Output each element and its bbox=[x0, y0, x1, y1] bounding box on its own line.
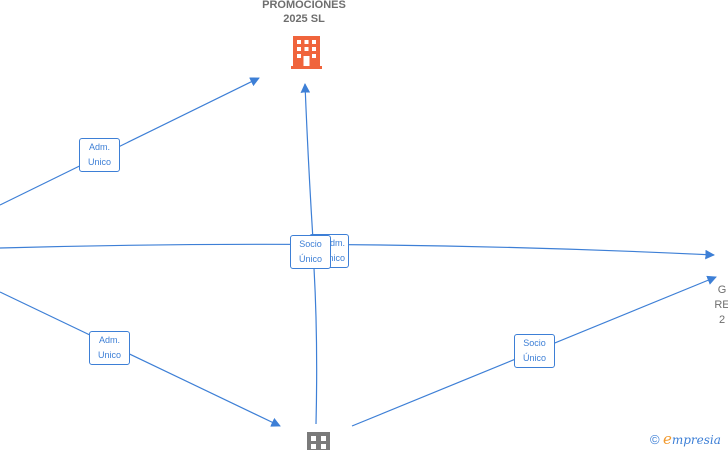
building-icon-bottom[interactable] bbox=[307, 432, 330, 450]
edge-label-role: Socio bbox=[299, 239, 322, 249]
edge-center-to-top-company bbox=[300, 83, 314, 241]
edge-label-role: Adm. bbox=[323, 238, 345, 248]
right-company-line2: RE bbox=[714, 299, 728, 311]
right-company-label[interactable]: G RE 2 bbox=[712, 283, 728, 328]
edge-label-qualifier: Unico bbox=[97, 350, 121, 360]
edge-label-qualifier: Único bbox=[298, 254, 322, 264]
edge-label-qualifier: Único bbox=[522, 353, 546, 363]
right-company-line3: 2 bbox=[718, 314, 726, 326]
top-company-name-line1: PROMOCIONES bbox=[262, 0, 346, 11]
top-company-name-line2: 2025 SL bbox=[283, 13, 325, 25]
edge-bottom-to-center bbox=[313, 267, 318, 425]
edge-label-socio-center[interactable]: Socio Único bbox=[290, 235, 331, 269]
edge-left-to-right-company bbox=[0, 243, 715, 260]
right-company-line1: G bbox=[717, 284, 727, 296]
edge-label-adm-lower[interactable]: Adm. Unico bbox=[89, 331, 130, 365]
edge-label-qualifier: Unico bbox=[321, 253, 345, 263]
brand-name: mpresia bbox=[671, 433, 721, 447]
building-icon-top[interactable] bbox=[291, 36, 322, 69]
edge-label-qualifier: Unico bbox=[87, 157, 111, 167]
edge-label-socio-right[interactable]: Socio Único bbox=[514, 334, 555, 368]
edge-label-role: Socio bbox=[523, 338, 546, 348]
copyright-icon: © bbox=[650, 432, 660, 447]
top-company-label[interactable]: PROMOCIONES 2025 SL bbox=[244, 0, 364, 26]
edge-left-to-top-company bbox=[0, 77, 260, 206]
empresia-watermark: © empresia bbox=[650, 430, 721, 448]
edge-label-adm-upper[interactable]: Adm. Unico bbox=[79, 138, 120, 172]
edge-label-role: Adm. bbox=[98, 335, 120, 345]
edge-label-role: Adm. bbox=[88, 142, 110, 152]
brand-first-letter: e bbox=[662, 430, 672, 448]
edge-left-to-bottom-company bbox=[0, 291, 281, 427]
